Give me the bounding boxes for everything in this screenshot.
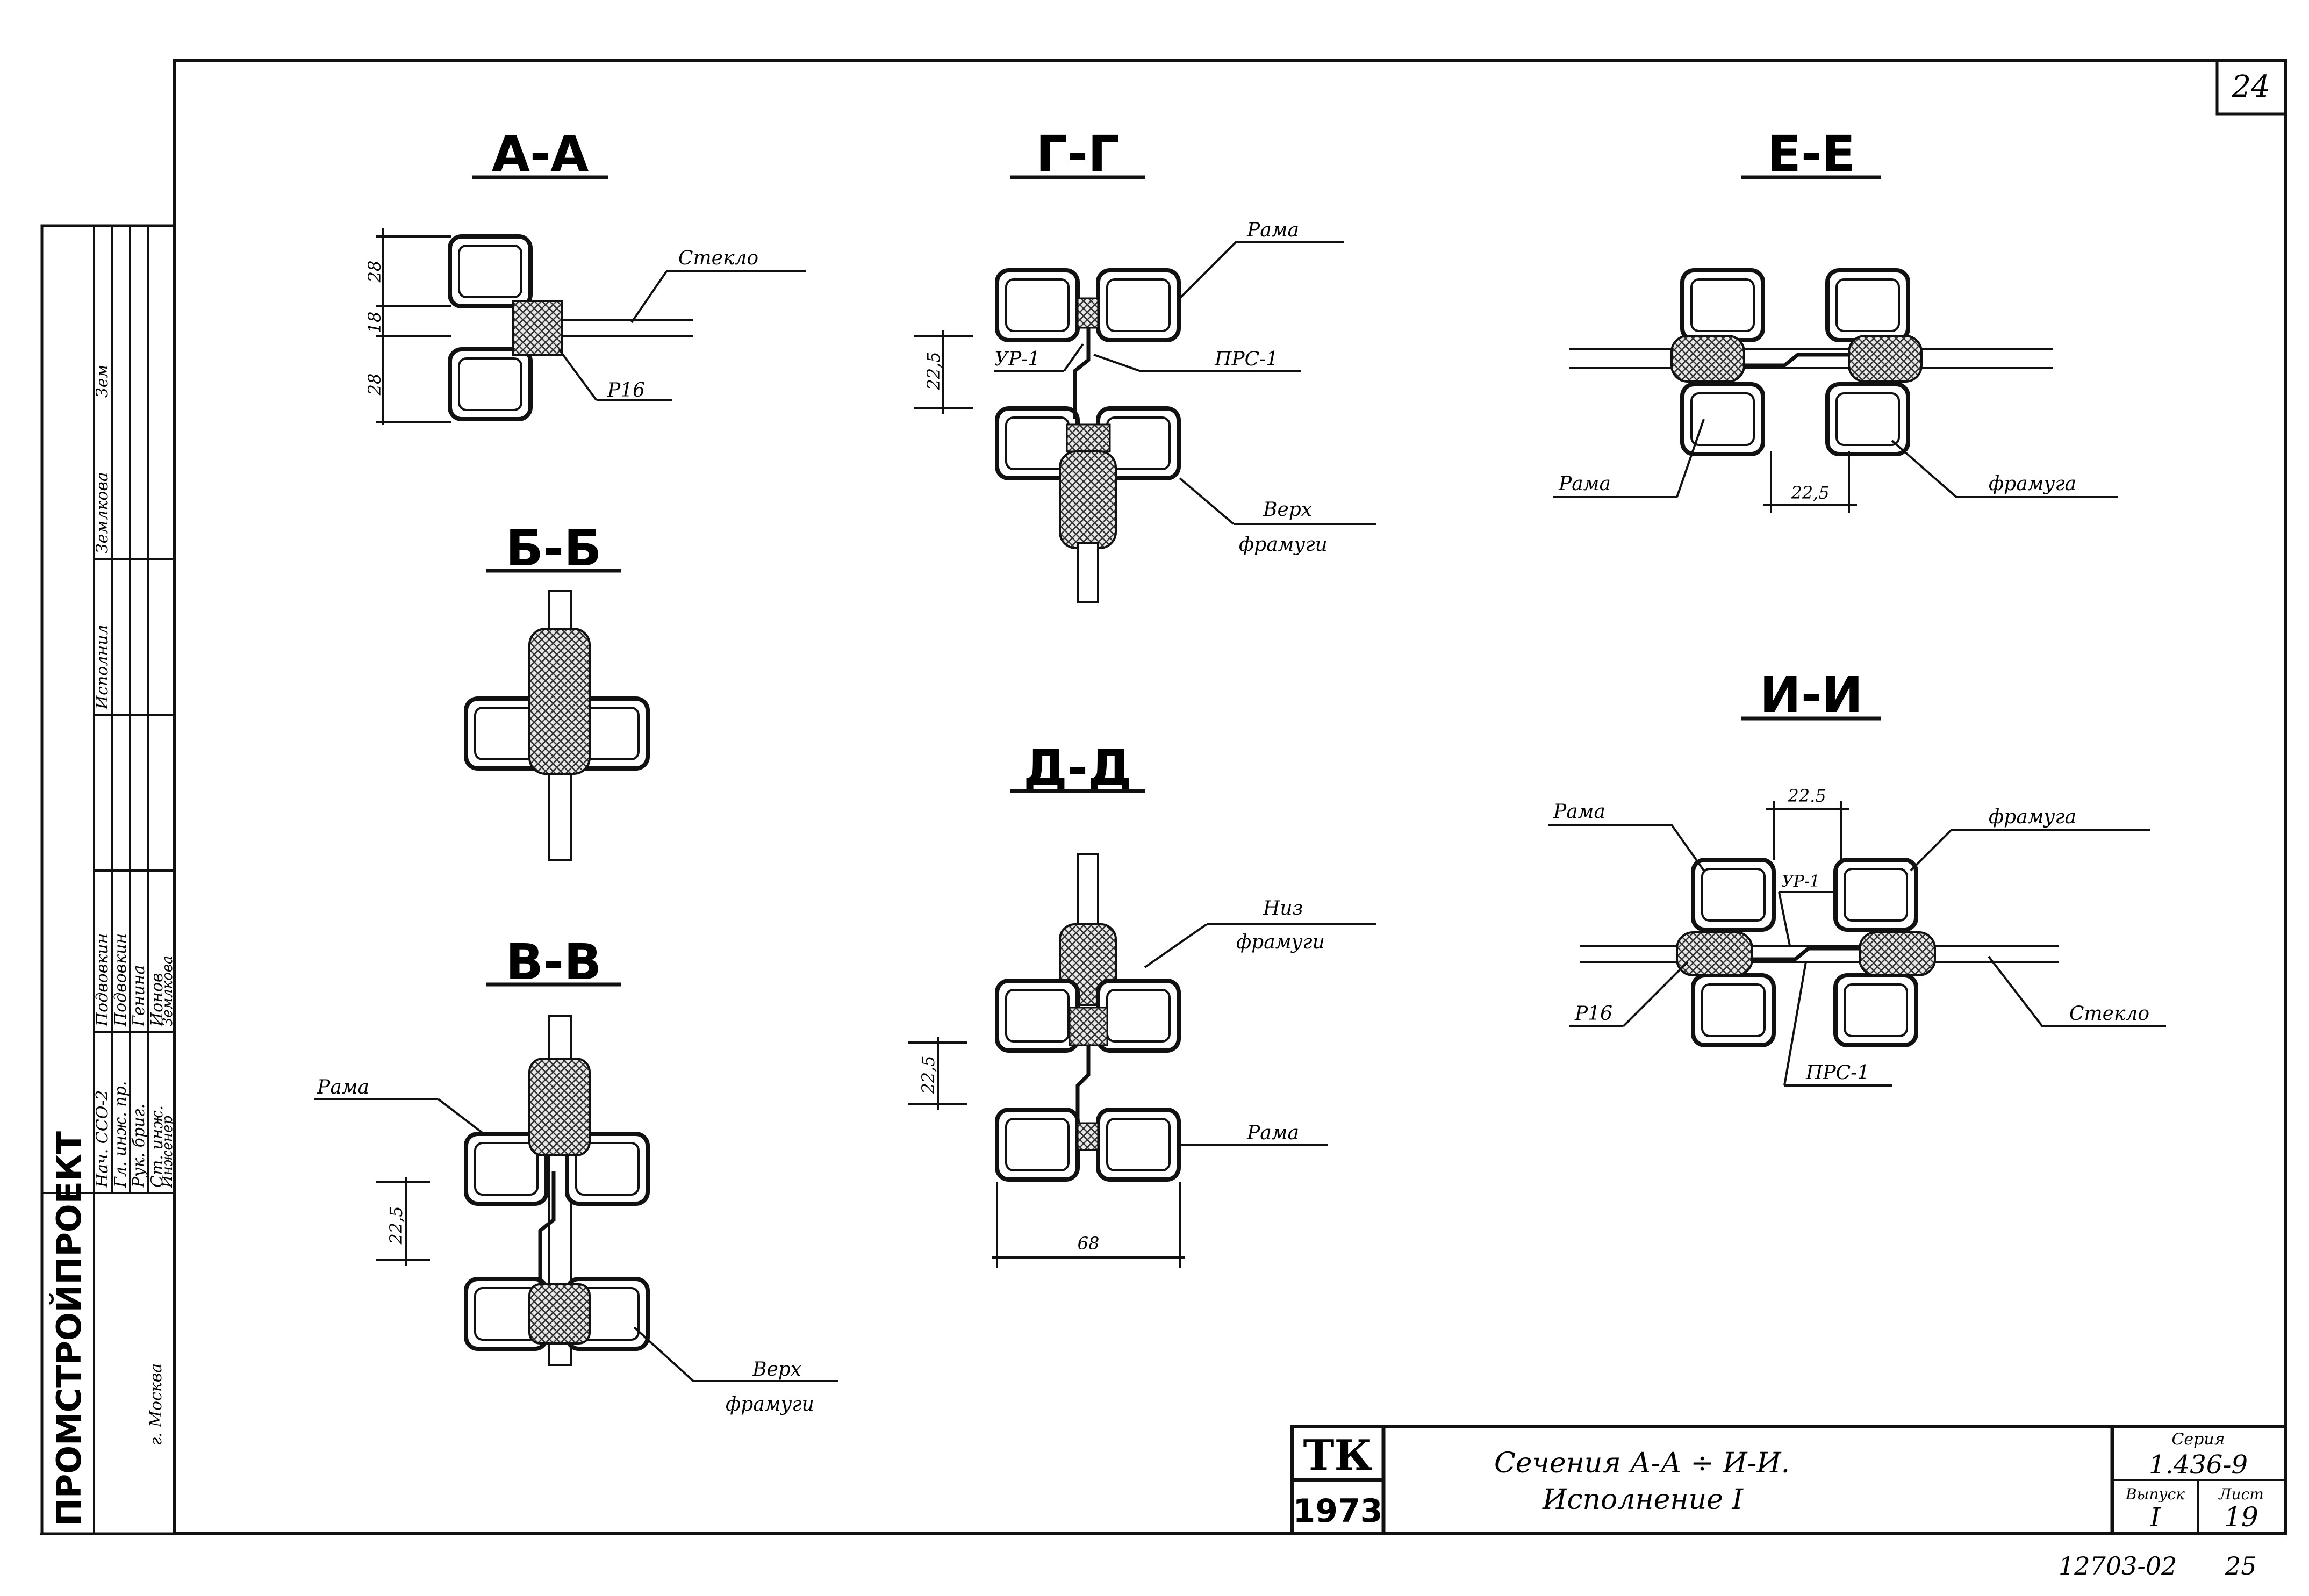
- ee-transom-label: фрамуга: [1989, 473, 2076, 495]
- issue-label: Выпуск: [2125, 1485, 2185, 1503]
- ii-glass-label: Стекло: [2069, 1003, 2149, 1025]
- role-2: Рук. бриг.: [130, 1104, 148, 1188]
- sheet-number-box: 24: [2215, 59, 2287, 116]
- aa-p16-label: Р16: [607, 379, 645, 401]
- section-ii-title: И-И: [1760, 666, 1863, 724]
- footer-code: 12703-02: [2059, 1551, 2177, 1580]
- ii-prs1-label: ПРС-1: [1805, 1062, 1869, 1084]
- footer: 12703-02 25: [2059, 1551, 2257, 1580]
- dd-dim-w: 68: [1078, 1233, 1100, 1254]
- city-label: г. Москва: [147, 1363, 166, 1446]
- name-0: Подвовкин: [93, 933, 112, 1027]
- aa-dim-bot: 28: [364, 373, 385, 396]
- aa-dim-mid: 18: [364, 312, 385, 334]
- vv-transom-top-2: фрамуги: [726, 1393, 814, 1415]
- ii-up1-label: УР-1: [1782, 872, 1820, 891]
- section-aa-title: А-А: [492, 125, 589, 183]
- side-stamp: ПРОМСТРОЙПРОЕКТ г. Москва Нач. ССО-2 Гл.…: [40, 224, 176, 1535]
- section-gg-title: Г-Г: [1036, 125, 1119, 183]
- sheet-value: 19: [2224, 1501, 2258, 1533]
- ii-dim: 22.5: [1787, 786, 1826, 806]
- year-label: 1973: [1293, 1492, 1383, 1530]
- section-ee-title: Е-Е: [1767, 125, 1855, 183]
- sign-col-0: Исполнил: [93, 624, 112, 710]
- name-1: Подвовкин: [111, 933, 130, 1027]
- title-block: ТК 1973 Сечения А-А ÷ И-И. Исполнение I …: [1290, 1425, 2287, 1535]
- gg-transom-top-2: фрамуги: [1239, 534, 1328, 556]
- role-1: Гл. инж. пр.: [111, 1081, 130, 1188]
- section-bb: Б-Б: [466, 520, 648, 861]
- tk-label: ТК: [1303, 1431, 1373, 1480]
- dd-transom-bottom-2: фрамуги: [1236, 931, 1325, 953]
- name-3: Ионов: [148, 973, 167, 1027]
- vv-dim: 22,5: [386, 1206, 406, 1245]
- gg-dim: 22,5: [923, 351, 944, 390]
- section-aa: А-А 28 18 28 Стекло Р16: [364, 125, 806, 425]
- section-dd: Д-Д 22,5 68 Низ фрамуги Рама: [908, 739, 1376, 1268]
- aa-glass-label: Стекло: [678, 247, 758, 269]
- aa-dim-top: 28: [364, 261, 385, 283]
- ii-transom-label: фрамуга: [1989, 806, 2076, 828]
- sign-col-1: Землкова: [93, 472, 112, 553]
- gg-transom-top-1: Верх: [1263, 499, 1312, 521]
- series-value: 1.436-9: [2149, 1450, 2248, 1480]
- ee-dim: 22,5: [1790, 483, 1829, 503]
- sheet-title-1: Сечения А-А ÷ И-И.: [1494, 1447, 1790, 1479]
- ee-frame-label: Рама: [1558, 473, 1611, 495]
- section-dd-title: Д-Д: [1023, 739, 1132, 796]
- vv-transom-top-1: Верх: [752, 1358, 801, 1381]
- footer-page: 25: [2225, 1551, 2257, 1580]
- section-ii: И-И 22.5 Рама фрамуга УР-1 Р16 Стекло ПР…: [1548, 666, 2166, 1087]
- section-ee: Е-Е 22,5 Рама фрамуга: [1553, 125, 2118, 513]
- section-vv: В-В 22,5 Рама Верх фрамуги: [314, 933, 838, 1415]
- gg-prs1-label: ПРС-1: [1214, 348, 1278, 370]
- org-name: ПРОМСТРОЙПРОЕКТ: [49, 1131, 89, 1526]
- gg-up1-label: УР-1: [994, 348, 1040, 370]
- dd-frame-label: Рама: [1246, 1122, 1299, 1144]
- sign-col-2: Зем: [93, 365, 112, 398]
- role-4: Инженер: [160, 1116, 176, 1188]
- dd-dim-v: 22,5: [918, 1055, 938, 1094]
- ii-p16-label: Р16: [1574, 1003, 1612, 1025]
- vv-frame-label: Рама: [317, 1076, 369, 1098]
- role-0: Нач. ССО-2: [93, 1090, 112, 1188]
- name-4: Землкова: [160, 955, 176, 1026]
- role-3: Ст. инж.: [148, 1105, 167, 1188]
- gg-frame-label: Рама: [1246, 219, 1299, 241]
- issue-value: I: [2150, 1502, 2161, 1533]
- sheet-number: 24: [2231, 69, 2270, 104]
- sheet-title-2: Исполнение I: [1542, 1484, 1744, 1516]
- section-vv-title: В-В: [506, 933, 601, 991]
- dd-transom-bottom-1: Низ: [1263, 897, 1303, 919]
- series-label: Серия: [2171, 1430, 2225, 1449]
- section-gg: Г-Г 22,5 Рама УР-1 ПРС-1 Верх фрамуги: [914, 125, 1376, 603]
- sheet-label: Лист: [2218, 1485, 2264, 1503]
- section-bb-title: Б-Б: [506, 520, 601, 577]
- name-2: Генина: [130, 965, 148, 1027]
- ii-frame-label: Рама: [1553, 801, 1605, 823]
